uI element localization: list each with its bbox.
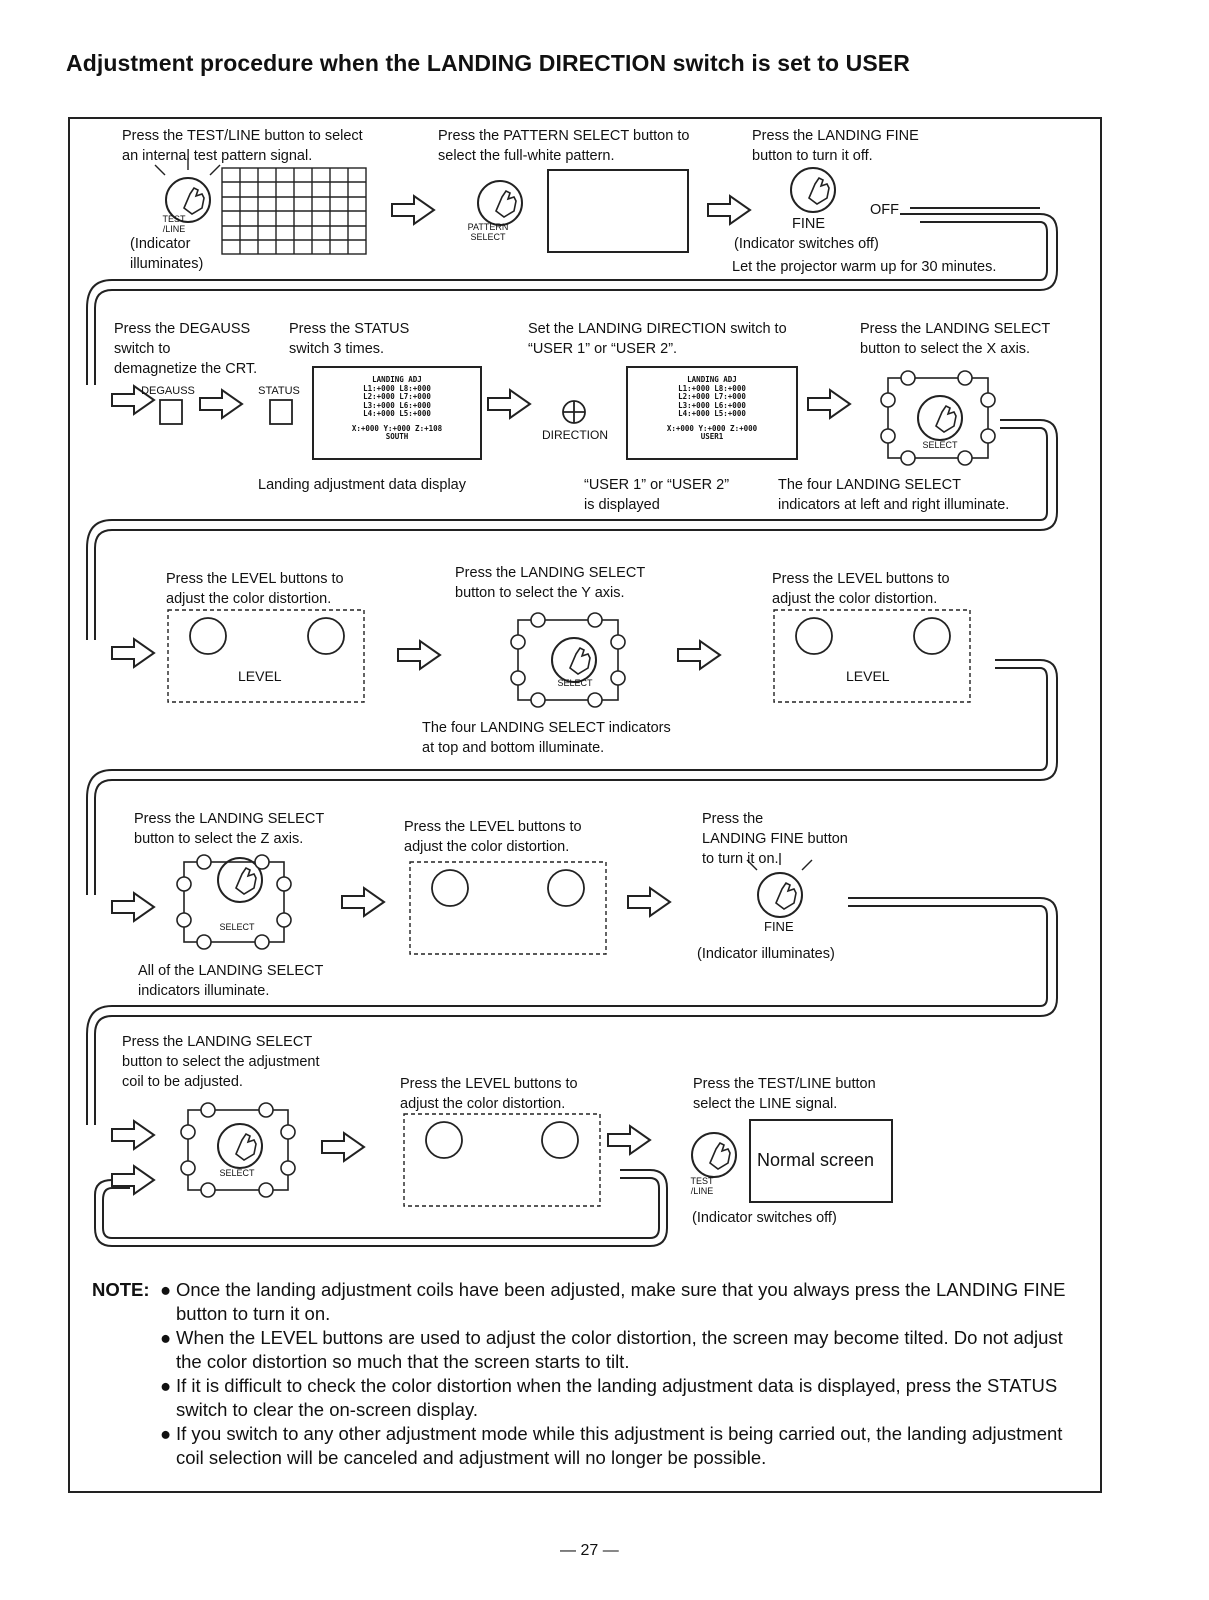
note-text: If it is difficult to check the color di…	[176, 1375, 1058, 1420]
bullet-icon: ●	[160, 1423, 172, 1444]
page-title: Adjustment procedure when the LANDING DI…	[66, 50, 910, 76]
osd-line: L3:+000 L6:+000	[678, 400, 746, 410]
step-testline-instruction: Press the TEST/LINE button to select an …	[122, 128, 363, 164]
osd-line: USER1	[700, 432, 724, 441]
normal-screen-label: Normal screen	[757, 1150, 875, 1170]
status-switch[interactable]: STATUS	[258, 385, 300, 397]
select-button-coil[interactable]: SELECT	[219, 1168, 255, 1178]
select-button-x[interactable]: SELECT	[922, 440, 958, 450]
note-text: Once the landing adjustment coils have b…	[176, 1279, 1066, 1324]
osd-line: L2:+000 L7:+000	[678, 392, 746, 401]
bullet-icon: ●	[160, 1375, 172, 1396]
note-item: ●Once the landing adjustment coils have …	[160, 1278, 1080, 1326]
degauss-switch[interactable]: DEGAUSS	[141, 385, 195, 397]
note-item: ●If you switch to any other adjustment m…	[160, 1422, 1080, 1470]
osd-line: L3:+000 L6:+000	[363, 400, 431, 410]
osd-user-display: LANDING ADJ L1:+000 L8:+000 L2:+000 L7:+…	[626, 366, 798, 460]
step-degauss-instruction: Press the DEGAUSS switch to demagnetize …	[114, 321, 258, 377]
osd-line: L1:+000 L8:+000	[363, 383, 431, 393]
step-level-instruction-2: Press the LEVEL buttons to adjust the co…	[772, 571, 950, 607]
osd-user-caption: “USER 1” or “USER 2” is displayed	[584, 477, 730, 513]
testline-button[interactable]: TEST /LINE	[162, 214, 186, 234]
osd-line: LANDING ADJ	[687, 375, 737, 384]
note-label: NOTE:	[92, 1279, 150, 1300]
line-signal-note: (Indicator switches off)	[692, 1210, 837, 1226]
level-label-1: LEVEL	[238, 668, 282, 684]
bullet-icon: ●	[160, 1327, 172, 1348]
note-text: If you switch to any other adjustment mo…	[176, 1423, 1063, 1468]
select-x-note: The four LANDING SELECT indicators at le…	[778, 477, 1010, 513]
step-select-y-instruction: Press the LANDING SELECT button to selec…	[455, 565, 646, 601]
step-status-instruction: Press the STATUS switch 3 times.	[289, 321, 410, 357]
osd-line: L4:+000 L5:+000	[678, 409, 746, 418]
note-item: ●If it is difficult to check the color d…	[160, 1374, 1080, 1422]
direction-switch[interactable]: DIRECTION	[542, 428, 608, 442]
osd-line: L4:+000 L5:+000	[363, 409, 431, 418]
osd-line: L1:+000 L8:+000	[678, 383, 746, 393]
pattern-select-button[interactable]: PATTERN SELECT	[467, 222, 509, 242]
warm-up-note: Let the projector warm up for 30 minutes…	[732, 259, 997, 275]
note-text: When the LEVEL buttons are used to adjus…	[176, 1327, 1063, 1372]
osd-line: LANDING ADJ	[372, 375, 422, 384]
osd-line: X:+000 Y:+000 Z:+108	[351, 423, 443, 433]
osd-caption: Landing adjustment data display	[258, 477, 466, 493]
select-button-y[interactable]: SELECT	[557, 678, 593, 688]
osd-line: SOUTH	[385, 432, 409, 441]
testline-button-line[interactable]: TEST /LINE	[690, 1176, 714, 1196]
select-z-note: All of the LANDING SELECT indicators ill…	[138, 963, 324, 999]
step-level-instruction-3: Press the LEVEL buttons to adjust the co…	[404, 819, 582, 855]
step-pattern-instruction: Press the PATTERN SELECT button to selec…	[438, 128, 690, 164]
note-item: ●When the LEVEL buttons are used to adju…	[160, 1326, 1080, 1374]
osd-landing-display: LANDING ADJ L1:+000 L8:+000 L2:+000 L7:+…	[312, 366, 482, 460]
osd-line: L2:+000 L7:+000	[363, 392, 431, 401]
fine-off-note: (Indicator switches off)	[734, 236, 879, 252]
step-line-signal-instruction: Press the TEST/LINE button select the LI…	[693, 1076, 876, 1112]
step-fine-off-instruction: Press the LANDING FINE button to turn it…	[752, 128, 919, 164]
fine-button-on[interactable]: FINE	[764, 919, 794, 934]
page-number: — 27 —	[560, 1542, 619, 1559]
procedure-frame	[68, 117, 1102, 1493]
step-select-x-instruction: Press the LANDING SELECT button to selec…	[860, 321, 1051, 357]
bullet-icon: ●	[160, 1279, 172, 1300]
fine-button[interactable]: FINE	[792, 216, 826, 232]
step-testline-note: (Indicator illuminates)	[130, 236, 204, 272]
level-label-2: LEVEL	[846, 668, 890, 684]
select-button-z[interactable]: SELECT	[219, 922, 255, 932]
select-y-note: The four LANDING SELECT indicators at to…	[422, 720, 671, 756]
fine-off-label: OFF	[870, 202, 899, 218]
step-level-instruction-1: Press the LEVEL buttons to adjust the co…	[166, 571, 344, 607]
step-level-instruction-4: Press the LEVEL buttons to adjust the co…	[400, 1076, 578, 1112]
step-direction-instruction: Set the LANDING DIRECTION switch to “USE…	[528, 321, 787, 357]
fine-on-note: (Indicator illuminates)	[697, 946, 835, 962]
osd-line: X:+000 Y:+000 Z:+000	[666, 423, 758, 433]
step-fine-on-instruction: Press the LANDING FINE button to turn it…	[702, 811, 848, 867]
step-select-z-instruction: Press the LANDING SELECT button to selec…	[134, 811, 325, 847]
step-select-coil-instruction: Press the LANDING SELECT button to selec…	[122, 1034, 320, 1090]
